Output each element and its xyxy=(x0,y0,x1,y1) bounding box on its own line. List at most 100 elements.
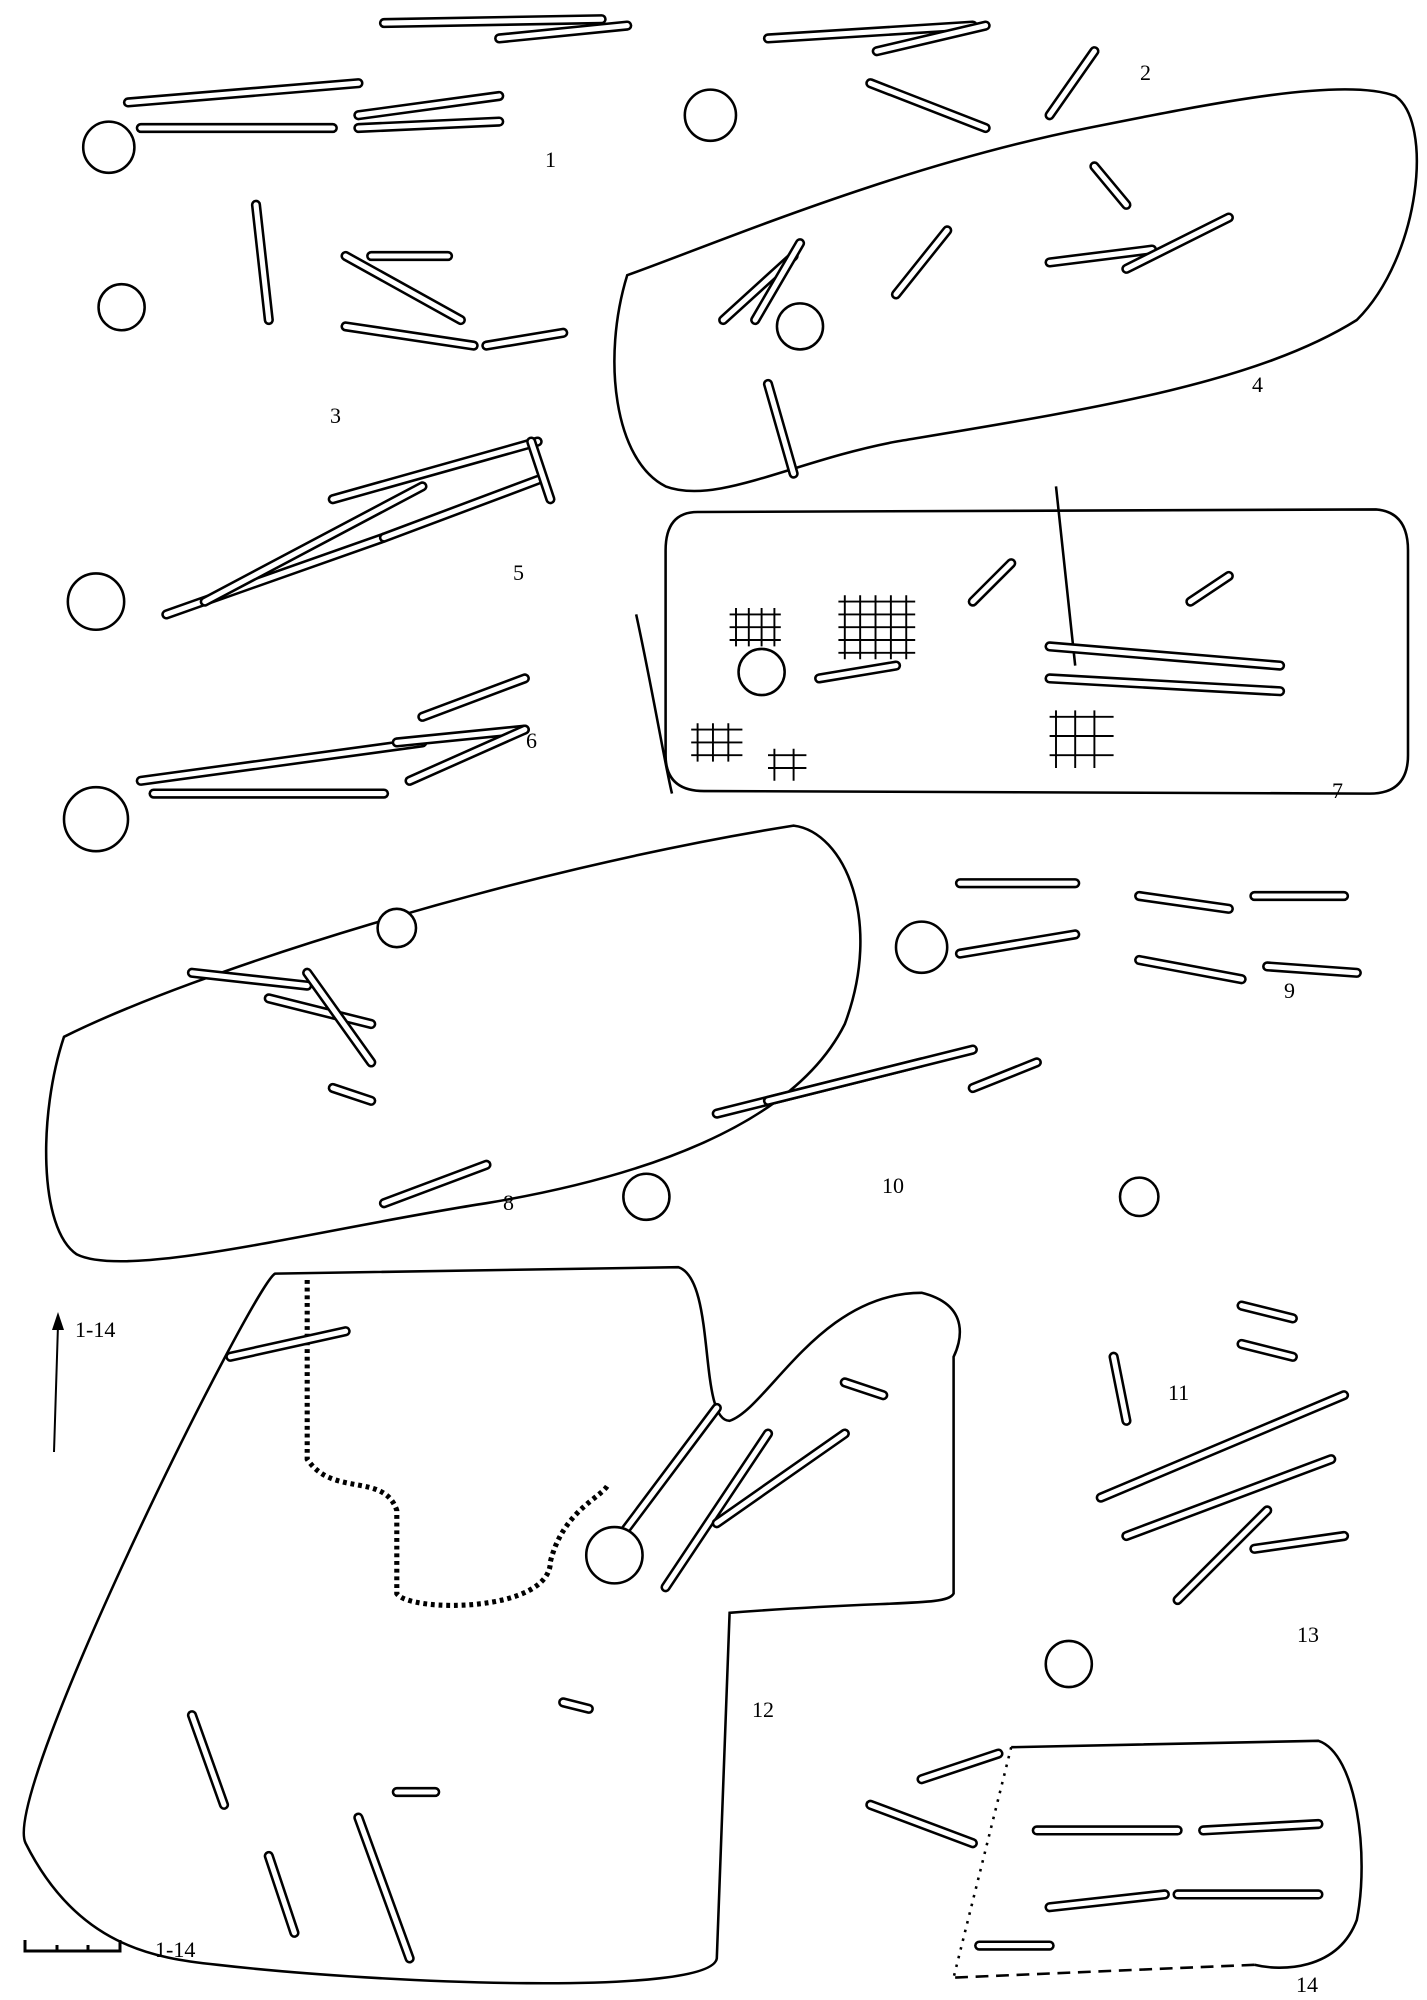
burial-label-10: 10 xyxy=(882,1173,904,1198)
scale-bar xyxy=(23,1940,122,1953)
bone xyxy=(407,727,528,784)
north-arrow-label: 1-14 xyxy=(75,1317,116,1342)
grave-outline-12 xyxy=(22,1265,962,1985)
bone xyxy=(1111,1354,1129,1424)
bone xyxy=(867,80,989,131)
bone xyxy=(842,1379,886,1398)
bone xyxy=(355,119,502,131)
grave-outline-4 xyxy=(613,88,1419,493)
bone xyxy=(189,1712,227,1808)
burial-label-14: 14 xyxy=(1296,1972,1318,1997)
grave-7-cut-line xyxy=(634,486,1077,794)
scale-bar-label: 1-14 xyxy=(155,1937,196,1962)
bone xyxy=(1098,1392,1347,1501)
bone xyxy=(957,931,1078,957)
skull xyxy=(81,120,136,175)
bone xyxy=(1187,573,1232,605)
burial-label-8: 8 xyxy=(503,1190,514,1215)
bone xyxy=(816,663,899,681)
grave-outline-14 xyxy=(1011,1739,1363,1969)
bone xyxy=(304,970,374,1065)
bone xyxy=(381,1162,489,1206)
bone xyxy=(1239,1341,1296,1360)
bone xyxy=(1251,1533,1347,1552)
bone xyxy=(1047,247,1155,265)
bone xyxy=(227,1328,349,1360)
burial-label-5: 5 xyxy=(513,560,524,585)
skull xyxy=(1118,1176,1160,1218)
bone xyxy=(1175,1507,1270,1603)
bone xyxy=(202,483,425,605)
bone xyxy=(1047,1891,1168,1910)
bone xyxy=(1123,1456,1334,1539)
burial-label-2: 2 xyxy=(1140,60,1151,85)
bone xyxy=(355,1815,413,1961)
bone xyxy=(560,1699,592,1712)
grave-12-pit-edge xyxy=(304,1279,611,1608)
hatching-7 xyxy=(691,595,1114,781)
bone xyxy=(1047,48,1097,118)
skull xyxy=(775,302,825,351)
bone xyxy=(919,1751,1001,1782)
skull xyxy=(894,920,949,975)
bone xyxy=(189,970,310,989)
bone xyxy=(765,23,976,41)
bone xyxy=(381,16,605,26)
bone xyxy=(330,439,541,502)
bone xyxy=(765,1047,976,1104)
burial-label-11: 11 xyxy=(1168,1380,1190,1405)
burial-label-3: 3 xyxy=(330,403,341,428)
bone xyxy=(752,240,803,323)
bone xyxy=(355,93,502,118)
bone xyxy=(1239,1303,1296,1321)
skull xyxy=(683,88,738,143)
burial-label-4: 4 xyxy=(1252,372,1263,397)
bone xyxy=(138,739,425,784)
skull xyxy=(737,647,786,697)
bone xyxy=(663,1431,771,1590)
north-arrow xyxy=(52,1312,64,1453)
bone xyxy=(874,23,989,54)
burial-label-12: 12 xyxy=(752,1697,774,1722)
bone xyxy=(765,381,797,477)
bone xyxy=(867,1802,976,1846)
grave-14-dashed-edge xyxy=(953,1963,1255,1979)
bone xyxy=(1264,963,1360,976)
bone xyxy=(970,1059,1040,1091)
skull xyxy=(97,282,146,332)
bone xyxy=(1091,163,1129,208)
bone xyxy=(343,253,464,323)
bone xyxy=(163,535,387,617)
skull xyxy=(584,1525,644,1585)
bone xyxy=(1047,643,1283,669)
bone xyxy=(1123,215,1232,272)
bone xyxy=(1047,675,1283,694)
burial-label-13: 13 xyxy=(1297,1622,1319,1647)
bone xyxy=(381,477,541,541)
bone xyxy=(528,439,553,502)
skull xyxy=(62,785,130,853)
bone xyxy=(266,995,374,1027)
bone xyxy=(266,1853,297,1936)
skull xyxy=(622,1172,671,1222)
burial-label-1: 1 xyxy=(545,147,556,172)
burial-label-9: 9 xyxy=(1284,978,1295,1003)
bone xyxy=(1200,1821,1321,1833)
bone xyxy=(343,323,477,349)
grave-outline-8 xyxy=(44,824,862,1263)
bone xyxy=(330,1085,374,1104)
grave-outline-7 xyxy=(664,508,1410,795)
skull xyxy=(1044,1639,1094,1689)
bone xyxy=(394,727,528,745)
bone xyxy=(496,23,630,41)
bone xyxy=(125,80,361,105)
bone xyxy=(483,330,566,349)
bone xyxy=(714,1431,848,1526)
bone xyxy=(893,227,950,297)
bone xyxy=(970,560,1014,605)
bone xyxy=(1136,893,1232,912)
burial-label-7: 7 xyxy=(1332,778,1343,803)
grave-14-dotted-edge xyxy=(952,1746,1013,1978)
skull xyxy=(376,907,418,949)
